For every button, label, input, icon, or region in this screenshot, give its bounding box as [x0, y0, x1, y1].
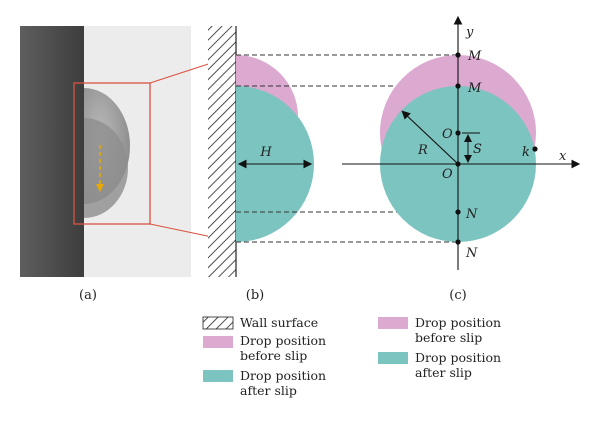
- label-o-before: O: [442, 127, 453, 142]
- radius-arrow: [401, 110, 458, 164]
- legend-swatch-before-2: [378, 317, 408, 329]
- legend-before-line2: before slip: [240, 348, 307, 363]
- legend-after-line2: after slip: [240, 383, 297, 398]
- wall-image: [20, 26, 84, 277]
- x-axis-label: x: [559, 149, 567, 164]
- legend-swatch-after: [203, 370, 233, 382]
- drop-image-after: [84, 118, 128, 218]
- panel-b-label: (b): [246, 288, 264, 303]
- legend: Wall surface Drop position before slip D…: [202, 315, 501, 398]
- legend-after2-line1: Drop position: [415, 350, 501, 365]
- label-m-after: M: [467, 81, 482, 96]
- width-label-h: H: [259, 145, 272, 160]
- panel-a-label: (a): [79, 288, 97, 303]
- radius-label: R: [417, 143, 428, 158]
- wall-surface-b: [208, 26, 236, 277]
- legend-before2-line2: before slip: [415, 330, 482, 345]
- point-m-after: [455, 83, 461, 89]
- panel-a-photo: [20, 26, 191, 277]
- y-axis-label: y: [465, 25, 474, 40]
- slip-label-s: S: [473, 142, 482, 157]
- legend-after-line1: Drop position: [240, 368, 326, 383]
- point-o-before: [455, 130, 461, 136]
- label-k: k: [522, 145, 530, 160]
- point-k: [532, 146, 538, 152]
- point-n-before: [455, 209, 461, 215]
- label-o-after: O: [442, 167, 453, 182]
- legend-wall: Wall surface: [240, 315, 318, 330]
- point-m-before: [455, 52, 461, 58]
- label-n-after: N: [465, 207, 478, 222]
- legend-swatch-wall: [202, 316, 234, 330]
- legend-swatch-after-2: [378, 352, 408, 364]
- point-n-after: [455, 239, 461, 245]
- legend-after2-line2: after slip: [415, 365, 472, 380]
- zoom-frame: [73, 82, 151, 225]
- legend-before2-line1: Drop position: [415, 315, 501, 330]
- slip-arrowhead: [96, 184, 104, 192]
- legend-swatch-before: [203, 336, 233, 348]
- label-m-before: M: [467, 49, 482, 64]
- label-n-before: N: [465, 246, 478, 261]
- panel-c-label: (c): [449, 288, 466, 303]
- legend-before-line1: Drop position: [240, 333, 326, 348]
